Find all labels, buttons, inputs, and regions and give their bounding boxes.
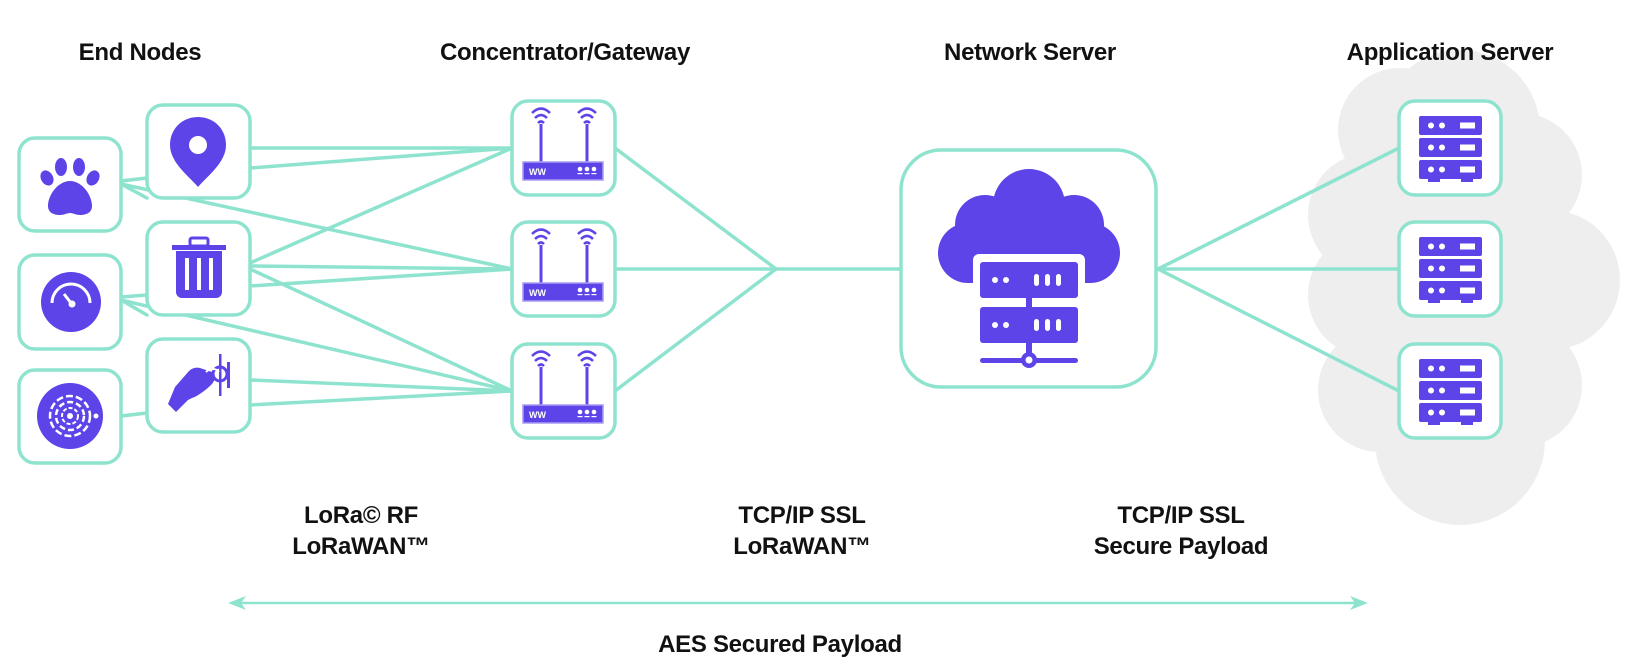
protocol-backhaul-line2: LoRaWAN™ [733,533,871,560]
connection-lines [119,146,1401,418]
connection-line [1156,146,1401,271]
gateway-node[interactable] [510,99,617,197]
gateway-node[interactable] [510,220,617,318]
application-server-node[interactable] [1397,99,1503,197]
trash-bin-icon [172,236,226,298]
heading-gateway: Concentrator/Gateway [439,39,691,66]
connection-line [119,293,149,299]
protocol-radio-line2: LoRaWAN™ [292,533,430,560]
connection-line [248,378,514,393]
connection-line [613,267,778,393]
protocol-app-line2: Secure Payload [1093,533,1269,560]
connection-line [248,267,514,393]
connection-line [248,389,514,407]
location-pin-icon [170,117,226,187]
network-server-node[interactable] [899,148,1158,389]
heading-end-nodes: End Nodes [78,39,202,66]
connection-line [248,264,514,271]
end-node-location[interactable] [145,103,252,200]
cloud-server-icon [938,169,1120,368]
connection-line [248,267,514,288]
heading-application-server: Application Server [1346,39,1554,66]
connection-line [248,146,514,265]
connection-line [1156,267,1401,393]
gauge-icon [41,272,101,332]
smoke-detector-icon [37,383,103,449]
aes-range-arrow [228,596,1368,610]
connection-line [119,411,149,418]
protocol-backhaul-line1: TCP/IP SSL [738,502,866,529]
paw-icon [40,158,100,215]
protocol-radio-line1: LoRa© RF [304,502,418,529]
end-node-smoke-detector[interactable] [17,368,123,465]
application-server-node[interactable] [1397,342,1503,440]
gateway-node[interactable] [510,342,617,440]
application-server-node[interactable] [1397,220,1503,318]
protocol-app-line1: TCP/IP SSL [1117,502,1245,529]
server-rack-icon [1419,237,1482,303]
aes-secured-payload-label: AES Secured Payload [658,631,902,658]
server-rack-icon [1419,116,1482,182]
end-node-trash[interactable] [145,220,252,317]
end-node-paw[interactable] [17,136,123,233]
connection-line [613,146,778,271]
server-rack-icon [1419,359,1482,425]
hand-button-icon [168,354,230,412]
end-node-hand-button[interactable] [145,337,252,434]
connection-line [119,176,149,183]
heading-network-server: Network Server [944,39,1116,66]
end-node-gauge[interactable] [17,253,123,351]
connection-line [248,146,514,170]
